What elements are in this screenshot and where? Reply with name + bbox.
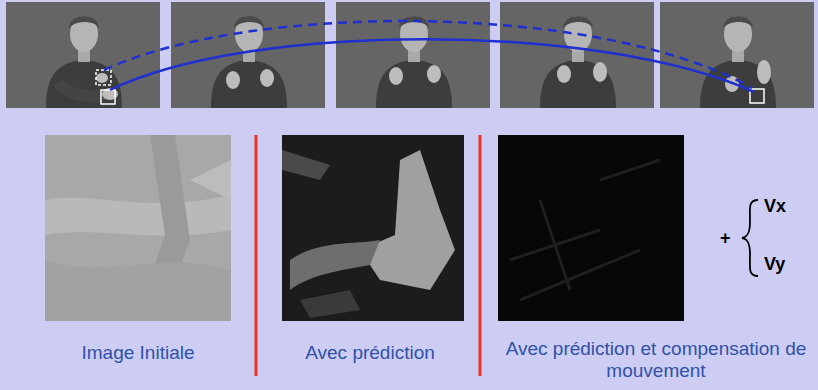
caption: Image Initiale: [38, 342, 238, 364]
label-holder: Vy: [764, 254, 804, 275]
caption: Avec prédiction: [270, 342, 470, 364]
vector-component: Vy: [764, 254, 804, 275]
label-holder: Avec prédiction: [270, 342, 470, 364]
label-holder: Image Initiale: [38, 342, 238, 364]
plus-sign: +: [720, 228, 740, 249]
vector-component: Vx: [764, 196, 804, 217]
label-holder: Vx: [764, 196, 804, 217]
caption: Avec prédiction et compensation de mouve…: [500, 338, 812, 382]
label-holder: Avec prédiction et compensation de mouve…: [500, 338, 812, 382]
label-holder: +: [720, 228, 740, 249]
